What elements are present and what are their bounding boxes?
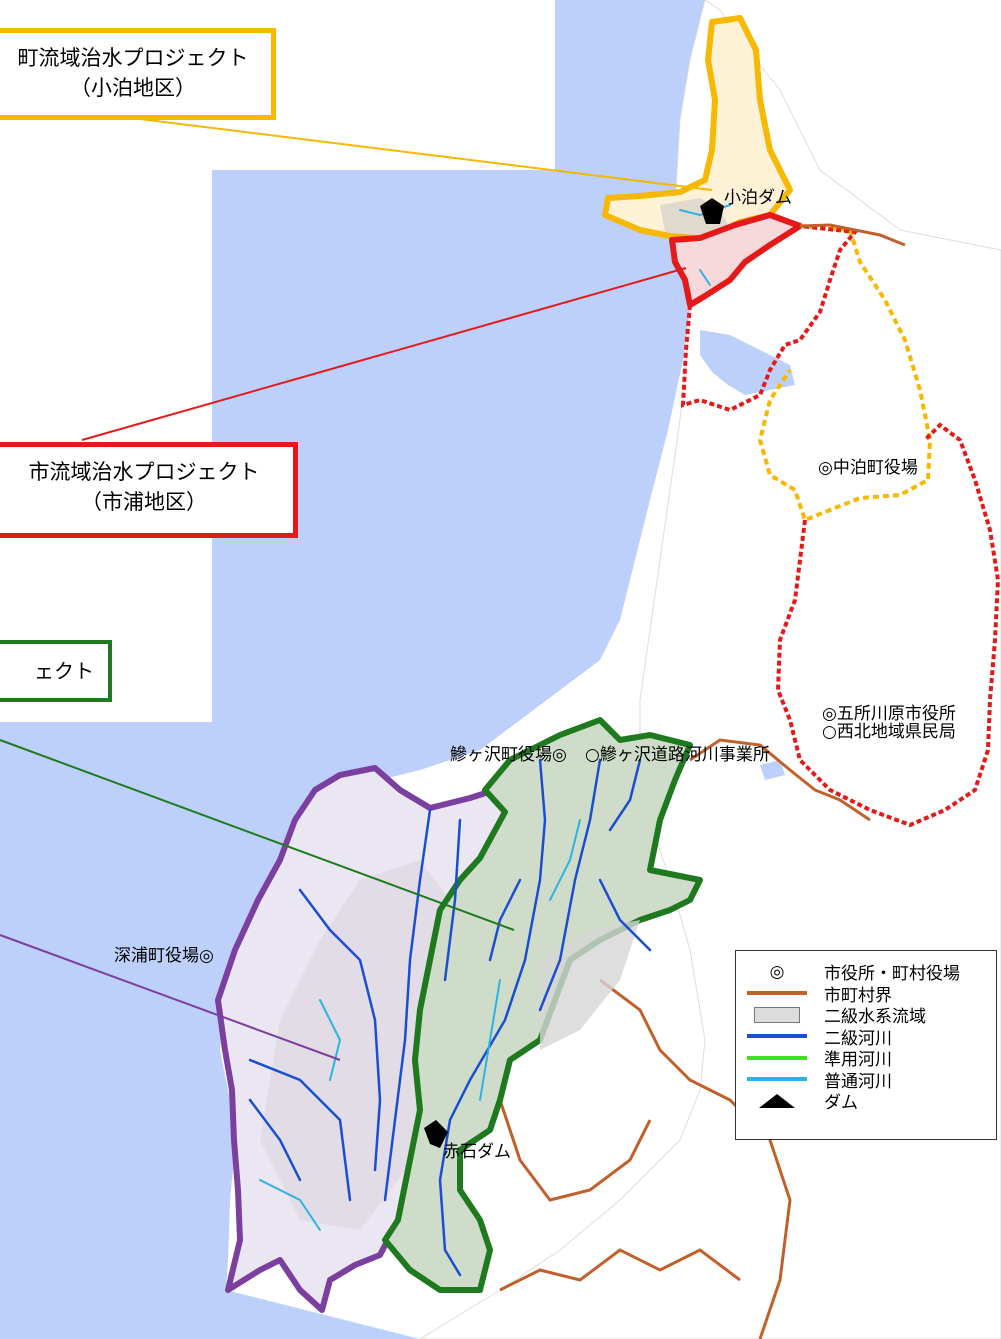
legend-label-basin: 二級水系流域 [824,1007,926,1028]
legend-row-dam: ダム [746,1090,996,1114]
kodomari-basin [602,15,793,241]
fukaura-basin-gray [260,860,450,1230]
legend-row-office: ◎ 市役所・町村役場 [746,961,996,985]
callout-kodomari-subtitle: （小泊地区） [70,76,196,100]
lake-jusan [700,330,795,395]
callout-akaishi-title: ェクト [34,659,94,683]
callout-kodomari-project: 町流域治水プロジェクト （小泊地区） [0,28,276,120]
dam-icon [759,1093,795,1108]
municipal-boundaries [498,223,906,1339]
legend-label-ordinary-river: 普通河川 [824,1071,892,1092]
office-mark-icon: ◎ [769,961,785,982]
callout-kodomari-title: 町流域治水プロジェクト [17,46,249,70]
lake-small [760,760,785,780]
quasi-river-line-icon [747,1055,807,1060]
legend-label-class2-river: 二級河川 [824,1028,892,1049]
legend-label-boundary: 市町村界 [824,985,892,1006]
callout-ichiura-title: 市流域治水プロジェクト [28,460,260,484]
callout-ichiura-subtitle: （市浦地区） [81,490,207,514]
label-ajigasawa-office: 鰺ヶ沢町役場◎ [450,745,567,765]
label-fukaura-office: 深浦町役場◎ [114,946,214,966]
legend-row-ordinary-river: 普通河川 [746,1069,996,1092]
label-seihoku-bureau: ○西北地域県民局 [822,722,956,742]
akaishi-basin-gray [540,920,640,1050]
legend-label-office: 市役所・町村役場 [824,964,960,985]
label-kodomari-dam: 小泊ダム [724,188,792,208]
basin-box-icon [754,1006,800,1023]
callout-akaishi-project: ェクト [0,640,112,702]
goshogawara-boundary [680,224,1001,828]
kodomari-dam-icon [700,198,724,224]
legend-row-boundary: 市町村界 [746,983,996,1006]
legend-row-basin: 二級水系流域 [746,1004,996,1028]
legend-row-class2-river: 二級河川 [746,1026,996,1049]
akaishi-dam-icon [424,1120,448,1148]
leader-lines [0,117,713,1061]
label-goshogawara-office: ◎五所川原市役所 [822,704,956,724]
legend-label-quasi-river: 準用河川 [824,1050,892,1071]
ichiura-basin [669,212,803,308]
legend-row-quasi-river: 準用河川 [746,1047,996,1071]
label-akaishi-dam: 赤石ダム [443,1142,511,1162]
boundary-line-icon [747,991,807,996]
sea-area [0,0,705,1339]
legend-label-dam: ダム [824,1093,858,1114]
callout-ichiura-project: 市流域治水プロジェクト （市浦地区） [0,442,298,538]
map-legend: ◎ 市役所・町村役場 市町村界 二級水系流域 二級河川 準用河川 普通河川 ダム [735,950,997,1140]
ordinary-river-line-icon [747,1077,807,1082]
class2-river-line-icon [747,1034,807,1039]
label-nakadomari-office: ◎中泊町役場 [818,458,918,478]
label-ajigasawa-road-office: ○鰺ヶ沢道路河川事業所 [585,745,770,765]
nakadomari-boundary [757,224,933,523]
rivers [248,204,731,1277]
